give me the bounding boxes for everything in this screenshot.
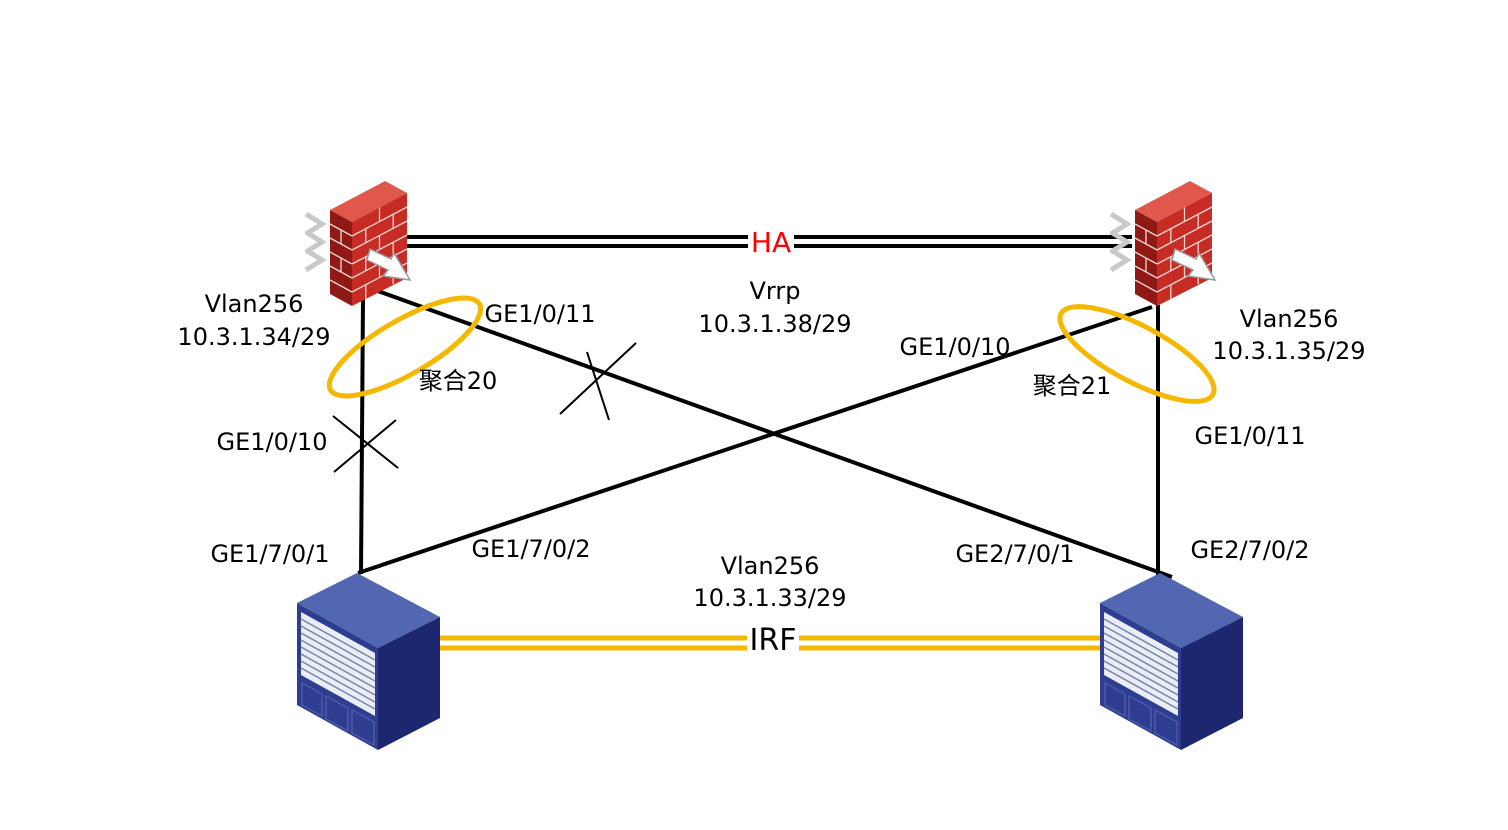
firewall-right-aggregation: 聚合21 [1033, 372, 1112, 400]
firewall-right-vlan: Vlan256 [1240, 305, 1339, 333]
ha-label-background [748, 228, 794, 256]
firewall-left-aggregation: 聚合20 [419, 367, 498, 395]
firewall-right-address: 10.3.1.35/29 [1212, 337, 1365, 365]
firewall-icon [304, 181, 412, 306]
cross-mark-icon [332, 415, 399, 473]
switch-port-label: GE2/7/0/1 [955, 540, 1074, 568]
firewall-left-address: 10.3.1.34/29 [177, 323, 330, 351]
links [357, 288, 1173, 579]
irf-link: IRF [440, 622, 1107, 658]
aggregation-ring-left [326, 295, 484, 399]
firewall-left-vlan: Vlan256 [205, 290, 304, 318]
switch-port-label: GE1/7/0/1 [210, 540, 329, 568]
irf-label-background [747, 622, 799, 656]
firewall-right-port-vertical: GE1/0/11 [1194, 422, 1305, 450]
firewall-icon [1109, 181, 1217, 306]
switch-port-label: GE1/7/0/2 [471, 535, 590, 563]
link-left-vertical [359, 297, 365, 575]
firewall-left-port-vertical: GE1/0/10 [216, 428, 327, 456]
switch-vlan: Vlan256 [721, 552, 820, 580]
firewall-right-port-cross: GE1/0/10 [899, 333, 1010, 361]
irf-label: IRF [750, 623, 797, 658]
cross-mark-icon [559, 342, 637, 421]
ha-link: HA [405, 226, 1132, 259]
switch-icon [1100, 573, 1243, 750]
ha-label: HA [751, 226, 791, 259]
labels: Vrrp 10.3.1.38/29 Vlan256 10.3.1.34/29 G… [177, 277, 1365, 612]
firewall-left-port-cross: GE1/0/11 [484, 300, 595, 328]
link-right-firewall-to-left-switch [357, 305, 1153, 575]
aggregation-ring-right [1057, 304, 1217, 404]
vrrp-address: 10.3.1.38/29 [698, 310, 851, 338]
switch-port-label: GE2/7/0/2 [1190, 536, 1309, 564]
switch-address: 10.3.1.33/29 [693, 584, 846, 612]
switch-icon [297, 573, 440, 750]
vrrp-label: Vrrp [750, 277, 801, 305]
